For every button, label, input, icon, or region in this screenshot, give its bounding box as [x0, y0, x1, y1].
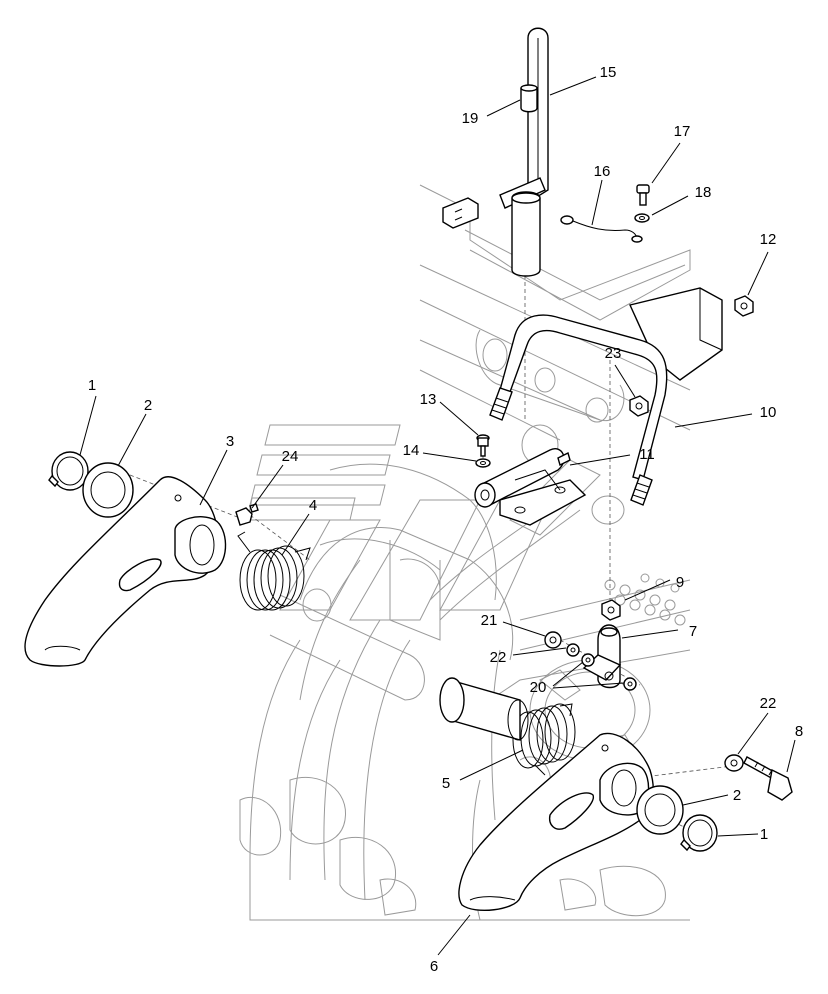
callout-1-left: 1: [88, 377, 96, 394]
callout-21: 21: [481, 612, 498, 629]
callout-19: 19: [462, 110, 479, 127]
part-8-bolt: [743, 756, 793, 801]
callout-18: 18: [695, 184, 712, 201]
part-1-snap-ring-left: [48, 451, 89, 491]
callout-16: 16: [594, 163, 611, 180]
callout-11: 11: [639, 446, 655, 463]
part-19-sleeve: [520, 84, 538, 113]
callout-23: 23: [605, 345, 622, 362]
callout-15: 15: [600, 64, 617, 81]
callout-3: 3: [226, 433, 234, 450]
part-22-washer-upper: [566, 643, 580, 657]
part-16-lanyard: [560, 215, 643, 243]
part-1-snap-ring-right: [680, 814, 718, 852]
callout-9: 9: [676, 574, 684, 591]
part-13-bolt: [476, 434, 490, 457]
part-3-left-arm: [24, 476, 227, 667]
part-20-nut-a: [581, 653, 595, 667]
callout-2-left: 2: [144, 397, 152, 414]
part-20-nut-b: [623, 677, 637, 691]
callout-17: 17: [674, 123, 691, 140]
leader-lines: [79, 76, 796, 956]
callout-7: 7: [689, 623, 697, 640]
callout-2-right: 2: [733, 787, 741, 804]
part-11-lock-cylinder: [474, 448, 587, 526]
part-18-washer: [634, 213, 650, 223]
part-4-torsion-spring-left: [237, 531, 311, 611]
callout-10: 10: [760, 404, 777, 421]
part-17-screw: [636, 184, 650, 206]
callout-6: 6: [430, 958, 438, 975]
pivot-hub: [439, 677, 529, 741]
callout-5: 5: [442, 775, 450, 792]
part-2-washer-left: [82, 462, 134, 518]
part-22-washer-lower: [724, 754, 744, 772]
callout-14: 14: [403, 442, 420, 459]
callout-22-upper: 22: [490, 649, 507, 666]
part-2-washer-right: [636, 785, 684, 835]
callout-13: 13: [420, 391, 437, 408]
callout-labels: 1 2 3 24 4 15 19 17 16 18 12 23 10 13 14…: [88, 64, 803, 975]
part-24-grease-fitting: [235, 503, 259, 526]
callout-12: 12: [760, 231, 777, 248]
part-15-handle-pin: [499, 27, 549, 277]
callout-1-right: 1: [760, 826, 768, 843]
clamp-block: [442, 197, 479, 229]
machine-frame-background: [239, 184, 691, 921]
part-14-washer: [475, 458, 491, 468]
part-21-bushing: [544, 631, 562, 649]
callout-22-lower: 22: [760, 695, 777, 712]
part-5-torsion-spring-lower: [512, 703, 576, 776]
callout-20: 20: [530, 679, 547, 696]
part-10-u-bolt-bracket: [489, 287, 723, 506]
part-12-nut: [734, 295, 754, 317]
callout-4: 4: [309, 497, 317, 514]
callout-24: 24: [282, 448, 299, 465]
part-6-right-arm: [458, 732, 654, 911]
part-9-nut: [601, 599, 621, 621]
part-23-nut: [629, 395, 649, 417]
callout-8: 8: [795, 723, 803, 740]
